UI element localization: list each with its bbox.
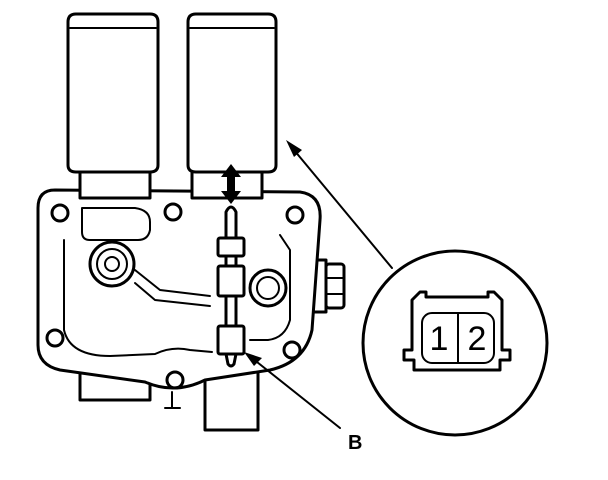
valve-plate [36, 188, 322, 390]
connector-pin-1: 1 [430, 320, 449, 358]
left-solenoid [66, 12, 160, 200]
connector-detail: 1 2 [361, 249, 549, 437]
mounting-hole [165, 370, 185, 390]
mounting-hole [45, 328, 65, 348]
right-port [248, 268, 288, 308]
mounting-hole [282, 340, 302, 360]
callout-label-b: B [348, 432, 362, 454]
right-solenoid [186, 12, 278, 200]
mounting-hole [50, 203, 70, 223]
movement-arrow [221, 164, 241, 204]
mounting-holes [45, 202, 305, 390]
mounting-hole [285, 205, 305, 225]
plate-channels [63, 207, 291, 357]
spool-valve [216, 205, 246, 368]
round-port [88, 240, 136, 288]
connector-pin-2: 2 [468, 320, 487, 358]
callout-b-leader [244, 352, 341, 429]
mounting-hole [163, 202, 183, 222]
detail-leader [286, 140, 393, 269]
